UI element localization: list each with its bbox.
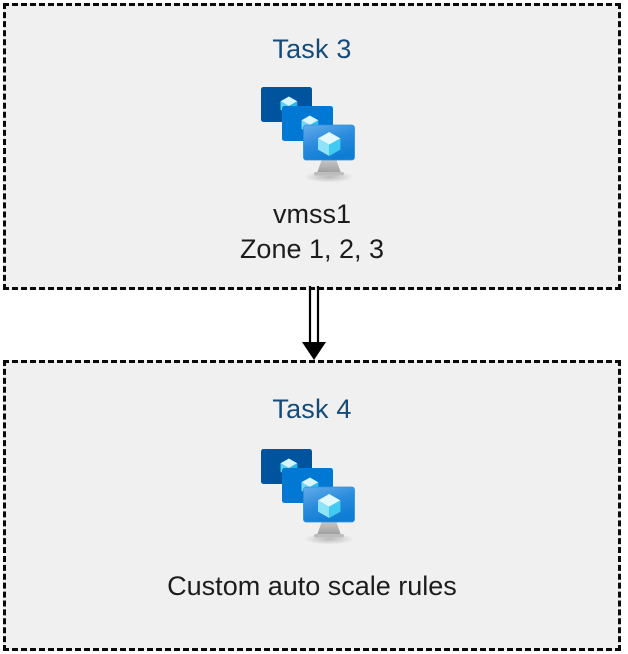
task-title: Task 4 <box>272 394 352 424</box>
vm-scale-set-icon <box>252 81 372 185</box>
task-caption-line-1: Custom auto scale rules <box>167 571 457 601</box>
task-caption: vmss1 Zone 1, 2, 3 <box>240 197 384 266</box>
task-box-task-3[interactable]: Task 3 <box>3 3 621 290</box>
task-caption: Custom auto scale rules <box>167 569 457 604</box>
task-box-task-4[interactable]: Task 4 <box>3 360 621 651</box>
vm-scale-set-icon <box>252 443 372 547</box>
task-title: Task 3 <box>272 34 352 64</box>
task-caption-line-2: Zone 1, 2, 3 <box>239 233 385 264</box>
task-caption-line-1: vmss1 <box>272 199 351 229</box>
double-line-down-arrow <box>296 286 332 362</box>
